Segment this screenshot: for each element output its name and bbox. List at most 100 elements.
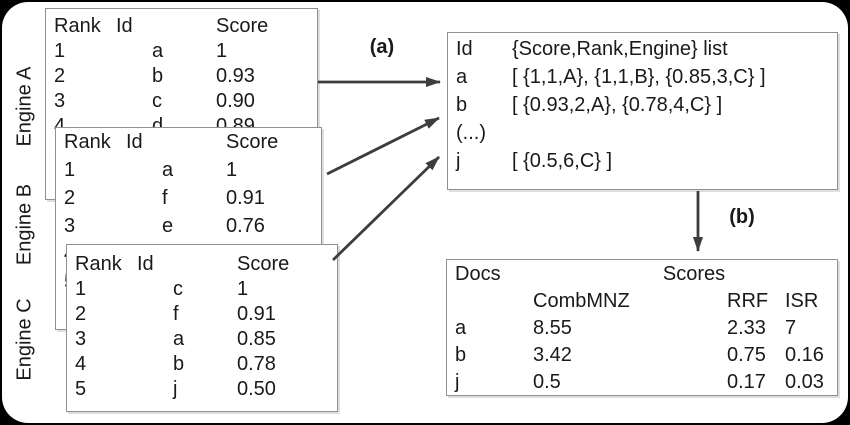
doc-cell: b (455, 344, 467, 366)
fusion-header-row: Docs Scores (447, 263, 837, 290)
table-row: 1 a 1 (46, 40, 317, 65)
engine-c-label: Engine C (13, 298, 36, 381)
isr-cell: 0.16 (785, 344, 824, 366)
score-cell: 1 (226, 159, 238, 181)
id-cell: a (173, 328, 185, 350)
id-cell: e (162, 215, 174, 237)
score-cell: 0.85 (237, 328, 276, 350)
isr-cell: 0.03 (785, 371, 824, 393)
rrf-cell: 0.75 (727, 344, 766, 366)
score-cell: 0.50 (237, 378, 276, 400)
id-cell: f (173, 303, 179, 325)
score-header: Score (216, 15, 269, 37)
id-header: Id (116, 15, 133, 37)
docs-header: Docs (455, 263, 501, 285)
merged-row: a [ {1,1,A}, {1,1,B}, {0.85,3,C} ] (448, 66, 837, 94)
combmnz-header: CombMNZ (533, 290, 630, 312)
rank-cell: 3 (54, 90, 66, 112)
id-cell: c (173, 278, 183, 300)
id-cell: c (152, 90, 162, 112)
table-row: 2 f 0.91 (67, 303, 337, 328)
rank-cell: 2 (75, 303, 87, 325)
merged-id-cell: j (456, 150, 461, 172)
table-row: 3 c 0.90 (46, 90, 317, 115)
merged-list-box: Id {Score,Rank,Engine} list a [ {1,1,A},… (447, 32, 838, 190)
table-row: 2 b 0.93 (46, 65, 317, 90)
rank-header: Rank (75, 253, 122, 275)
merged-list-cell: [ {0.5,6,C} ] (512, 150, 613, 172)
combmnz-cell: 8.55 (533, 317, 572, 339)
rank-header: Rank (64, 131, 111, 153)
rank-cell: 2 (54, 65, 66, 87)
merged-id-header: Id (456, 38, 473, 60)
fusion-scores-box: Docs Scores CombMNZ RRF ISR a 8.55 2.33 … (446, 259, 838, 396)
table-row: 3 e 0.76 (56, 215, 321, 243)
merged-row: j [ {0.5,6,C} ] (448, 150, 837, 178)
rrf-cell: 0.17 (727, 371, 766, 393)
table-row: 1 c 1 (67, 278, 337, 303)
merged-header-row: Id {Score,Rank,Engine} list (448, 38, 837, 66)
combmnz-cell: 0.5 (533, 371, 561, 393)
merged-list-cell: [ {0.93,2,A}, {0.78,4,C} ] (512, 94, 723, 116)
score-cell: 0.76 (226, 215, 265, 237)
table-row: 3 a 0.85 (67, 328, 337, 353)
score-cell: 0.90 (216, 90, 255, 112)
score-header: Score (237, 253, 290, 275)
id-cell: a (152, 40, 164, 62)
fusion-row: b 3.42 0.75 0.16 (447, 344, 837, 371)
engine-c-table: Rank Id Score 1 c 1 2 f 0.91 3 a 0.85 4 … (66, 244, 338, 412)
fusion-method-row: CombMNZ RRF ISR (447, 290, 837, 317)
merged-list-header: {Score,Rank,Engine} list (512, 38, 728, 60)
id-cell: b (173, 353, 185, 375)
engine-b-label: Engine B (13, 183, 36, 266)
id-cell: b (152, 65, 164, 87)
engine-a-label: Engine A (13, 66, 36, 147)
score-cell: 0.91 (226, 187, 265, 209)
id-cell: d (152, 115, 164, 137)
score-cell: 0.78 (237, 353, 276, 375)
score-header: Score (226, 131, 279, 153)
table-header-row: Rank Id Score (67, 253, 337, 278)
table-header-row: Rank Id Score (56, 131, 321, 159)
merged-list-cell: [ {1,1,A}, {1,1,B}, {0.85,3,C} ] (512, 66, 766, 88)
merged-id-cell: b (456, 94, 468, 116)
id-header: Id (137, 253, 154, 275)
rank-cell: 2 (64, 187, 76, 209)
table-row: 2 f 0.91 (56, 187, 321, 215)
rank-cell: 1 (64, 159, 76, 181)
table-row: 4 b 0.78 (67, 353, 337, 378)
id-cell: j (173, 378, 178, 400)
rank-cell: 4 (75, 353, 87, 375)
rank-cell: 3 (75, 328, 87, 350)
table-row: 1 a 1 (56, 159, 321, 187)
merged-row: b [ {0.93,2,A}, {0.78,4,C} ] (448, 94, 837, 122)
score-cell: 0.93 (216, 65, 255, 87)
score-cell: 1 (237, 278, 249, 300)
rrf-cell: 2.33 (727, 317, 766, 339)
rank-header: Rank (54, 15, 101, 37)
table-header-row: Rank Id Score (46, 15, 317, 40)
rank-cell: 1 (54, 40, 66, 62)
isr-header: ISR (785, 290, 819, 312)
table-row: 5 j 0.50 (67, 378, 337, 403)
rrf-header: RRF (727, 290, 769, 312)
step-a-label: (a) (369, 36, 395, 58)
fusion-row: j 0.5 0.17 0.03 (447, 371, 837, 398)
merged-row: (...) (448, 122, 837, 150)
scores-header: Scores (662, 263, 726, 285)
score-cell: 1 (216, 40, 228, 62)
rank-cell: 3 (64, 215, 76, 237)
doc-cell: a (455, 317, 467, 339)
rank-cell: 5 (75, 378, 87, 400)
rank-cell: 1 (75, 278, 87, 300)
score-cell: 0.91 (237, 303, 276, 325)
step-b-label: (b) (729, 206, 755, 228)
combmnz-cell: 3.42 (533, 344, 572, 366)
doc-cell: j (455, 371, 460, 393)
fusion-row: a 8.55 2.33 7 (447, 317, 837, 344)
isr-cell: 7 (785, 317, 797, 339)
id-header: Id (126, 131, 143, 153)
merged-ellipsis-cell: (...) (456, 122, 486, 144)
id-cell: f (162, 187, 168, 209)
